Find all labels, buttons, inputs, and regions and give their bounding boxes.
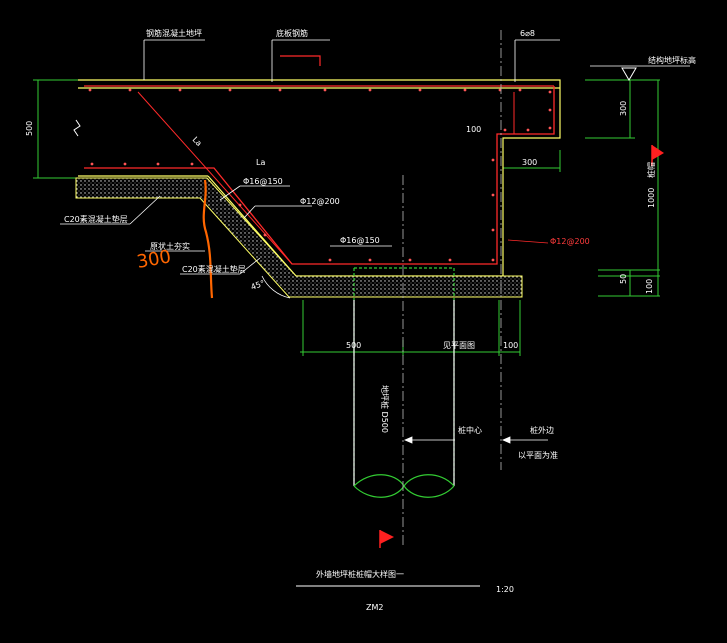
elevation-triangle-icon [621,67,637,81]
drawing-code: ZM2 [366,603,383,612]
text-layer: 钢筋混凝土地坪 底板钢筋 6⌀8 结构地坪标高 La La Φ16@150 Φ1… [25,28,696,612]
drawing-scale: 1:20 [496,585,514,594]
pile-label: 地坪桩 D500 [380,385,390,433]
dim-300-right: 300 [522,158,537,167]
centerlines [402,30,502,545]
mid-note-label: 原状土夯实 [150,241,190,251]
lap-diag-label: La [191,135,204,148]
dim-500-left: 500 [25,121,34,136]
lap-horiz-label: La [256,158,265,167]
pile [353,267,455,498]
elevation-note: 结构地坪标高 [648,55,696,65]
stirrup-note: 6⌀8 [520,29,535,38]
drawing-title: 外墙地坪桩桩帽大样图一 [316,569,404,579]
c20-upper-label: C20素混凝土垫层 [64,214,128,224]
c20-blinding-layer [75,177,523,298]
rebar-lines [84,85,555,265]
top-mid-note: 底板钢筋 [276,28,308,38]
pile-center-label: 桩中心 [458,425,482,435]
rebar-bottom-label: Φ16@150 [340,236,380,245]
dim-100-bottom: 100 [503,341,518,350]
dim-50-vert: 50 [619,274,628,284]
c20-lower-label: C20素混凝土垫层 [182,264,246,274]
angle-label: 45° [250,279,266,292]
dim-500-bottom: 500 [346,341,361,350]
dim-bottom-mid: 见平面图 [443,341,475,350]
rebar-side-label: Φ12@200 [550,237,590,246]
rebar-slope-label: Φ12@200 [300,197,340,206]
dim-1000-vert: 1000 [647,188,656,208]
orange-markup [202,179,214,299]
rebar-mark [280,55,321,66]
top-left-note: 钢筋混凝土地坪 [146,28,202,38]
pile-leaders [403,436,548,444]
dim-300-vert: 300 [619,101,628,116]
rebar-dots [88,88,552,262]
leader-lines [60,39,690,275]
red-flag-icon [379,530,394,548]
markup-text: 300 [135,246,172,273]
pile-edge-label: 桩外边 [530,425,554,435]
rebar-top-slope-label: Φ16@150 [243,177,283,186]
dim-1000-suffix: 桩帽 [646,162,656,178]
dim-100-inner: 100 [466,125,481,134]
red-flag-icon [651,145,664,166]
dim-100-vert: 100 [645,279,654,294]
ground-edge-label: 以平面为准 [518,450,558,460]
angle-arc [261,275,291,299]
break-mark [73,119,81,137]
